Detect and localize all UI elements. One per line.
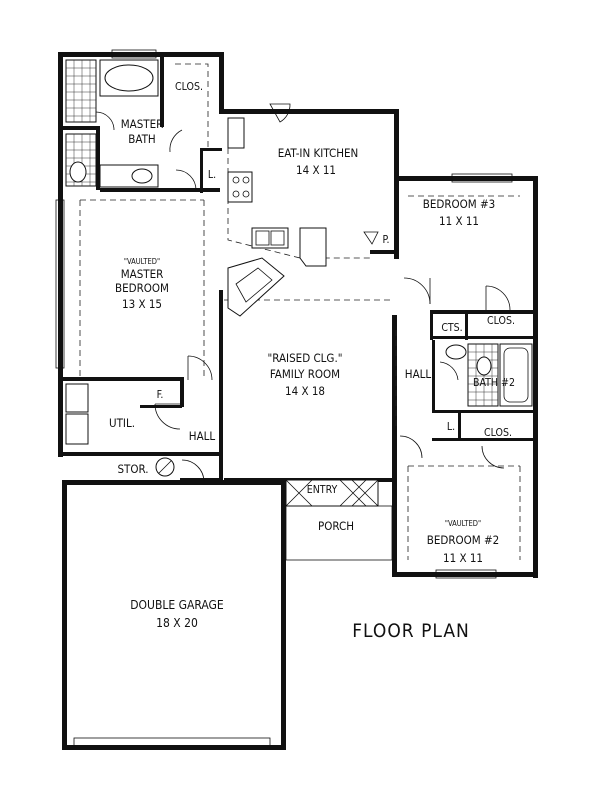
- kitchen-size-label: 14 X 11: [296, 163, 336, 177]
- garage-name-label: DOUBLE GARAGE: [130, 598, 224, 612]
- porch-outline: [285, 505, 393, 561]
- linen-master-label: L.: [208, 169, 216, 181]
- fixtures: [65, 59, 533, 561]
- closet-master-label: CLOS.: [175, 81, 203, 93]
- entry-label: ENTRY: [307, 484, 338, 496]
- family-room-label-1: "RAISED CLG.": [267, 351, 342, 365]
- bath2-sink: [445, 344, 467, 360]
- master-vaulted-label: "VAULTED": [124, 257, 160, 266]
- furnace-label: F.: [157, 389, 164, 401]
- toilet: [69, 161, 87, 183]
- bath2-label: BATH #2: [473, 377, 515, 389]
- door-swings: [95, 103, 511, 483]
- closet-bedroom3-label: CLOS.: [487, 315, 515, 327]
- closet-bedroom2-label: CLOS.: [484, 427, 512, 439]
- kitchen-counter: [299, 227, 327, 267]
- bedroom2-vaulted-label: "VAULTED": [445, 519, 481, 528]
- family-room-size-label: 14 X 18: [285, 384, 325, 398]
- master-bedroom-label-1: MASTER: [121, 267, 164, 281]
- sink: [131, 168, 153, 184]
- hall-right-label: HALL: [405, 367, 432, 381]
- garage-size-label: 18 X 20: [156, 616, 198, 630]
- hall-left-label: HALL: [189, 429, 216, 443]
- tub-basin: [104, 64, 154, 92]
- master-bath-label-1: MASTER: [121, 117, 164, 131]
- fireplace: [227, 257, 285, 317]
- porch-label: PORCH: [318, 519, 354, 533]
- bedroom2-size-label: 11 X 11: [443, 551, 483, 565]
- water-heater-icon: [155, 457, 175, 477]
- fridge: [227, 117, 245, 149]
- shower-grid: [65, 59, 97, 123]
- linen-right-label: L.: [447, 421, 455, 433]
- interior-walls: [63, 57, 536, 481]
- storage-label: STOR.: [117, 462, 148, 476]
- plan-title: FLOOR PLAN: [352, 620, 470, 642]
- bath2-tub: [499, 343, 533, 407]
- master-bedroom-label-2: BEDROOM: [115, 281, 169, 295]
- entry-tile: [285, 479, 379, 507]
- master-bath-label-2: BATH: [128, 132, 155, 146]
- windows: [55, 49, 513, 748]
- dryer: [65, 413, 89, 445]
- range: [227, 171, 253, 203]
- family-room-label-2: FAMILY ROOM: [270, 367, 340, 381]
- kitchen-name-label: EAT-IN KITCHEN: [278, 146, 359, 160]
- cts-label: CTS.: [441, 322, 462, 334]
- bath2-toilet: [476, 356, 492, 376]
- master-bedroom-size-label: 13 X 15: [122, 297, 162, 311]
- kitchen-sink: [251, 227, 289, 249]
- washer: [65, 383, 89, 413]
- bedroom3-size-label: 11 X 11: [439, 214, 479, 228]
- bedroom2-name-label: BEDROOM #2: [427, 533, 500, 547]
- pantry-label: P.: [382, 234, 389, 246]
- utility-label: UTIL.: [109, 416, 135, 430]
- room-labels: CLOS. MASTER BATH L. EAT-IN KITCHEN 14 X…: [109, 81, 515, 630]
- exterior-walls: [58, 52, 538, 750]
- bedroom3-name-label: BEDROOM #3: [423, 197, 496, 211]
